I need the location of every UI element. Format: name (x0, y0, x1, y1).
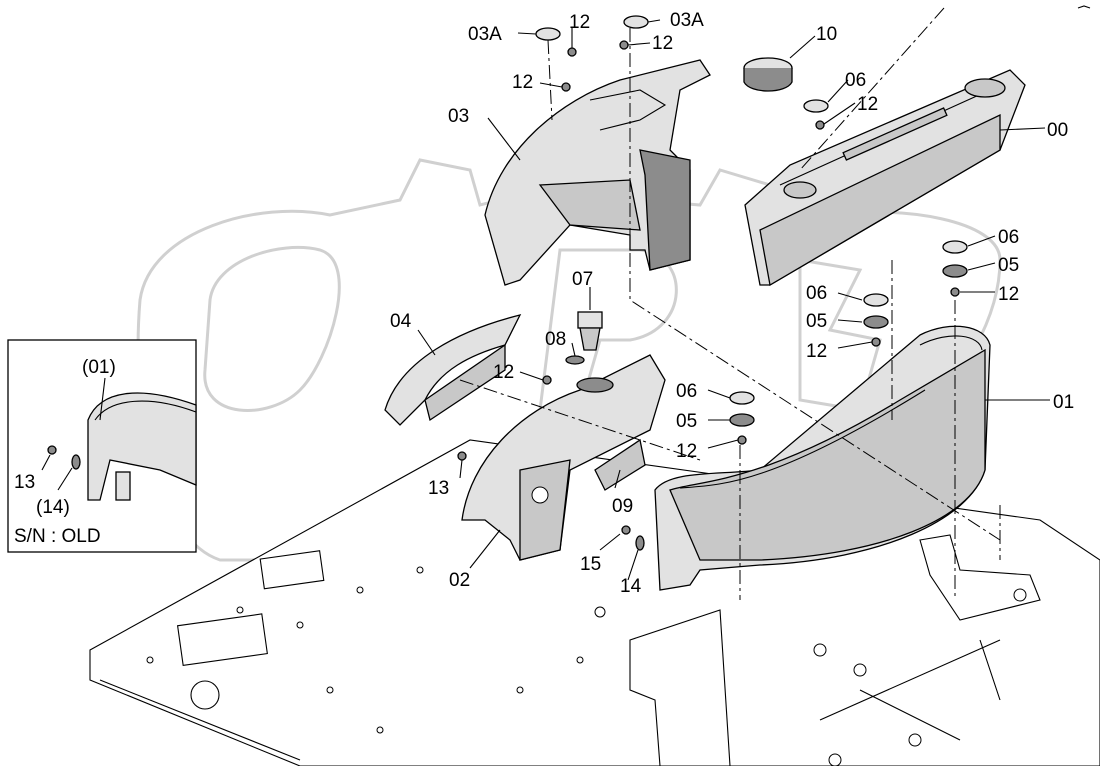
label-10: 10 (816, 24, 837, 45)
leader-lines (41, 7, 1050, 600)
label-08: 08 (545, 329, 566, 350)
label-06-top: 06 (845, 70, 866, 91)
corner-mark (1077, 5, 1091, 9)
label-01: 01 (1053, 392, 1074, 413)
label-12-b: 12 (652, 33, 673, 54)
label-12-d: 12 (857, 94, 878, 115)
label-14-inset: (14) (36, 497, 70, 518)
label-02: 02 (449, 570, 470, 591)
label-03a-left: 03A (468, 24, 502, 45)
label-06-low: 06 (676, 381, 697, 402)
label-05-low: 05 (676, 411, 697, 432)
label-07: 07 (572, 269, 593, 290)
label-03: 03 (448, 106, 469, 127)
fasteners (47, 15, 968, 551)
part-09-bracket (594, 438, 646, 491)
inset-old-version (7, 339, 197, 553)
label-09: 09 (612, 496, 633, 517)
part-03-side-cover (484, 59, 711, 286)
label-05-mid: 05 (806, 311, 827, 332)
label-04: 04 (390, 311, 412, 332)
part-10-meter (743, 57, 793, 92)
label-12-e: 12 (998, 284, 1019, 305)
label-00: 00 (1047, 120, 1068, 141)
callout-labels: 03A 12 03A 12 12 03 10 06 12 00 06 05 12… (14, 10, 1074, 597)
part-01-main-console (654, 325, 991, 591)
label-06-right: 06 (998, 227, 1019, 248)
label-12-a: 12 (569, 12, 590, 33)
inset-note: S/N : OLD (14, 526, 101, 547)
part-07-switch (577, 311, 603, 351)
label-14: 14 (620, 576, 642, 597)
label-12-c: 12 (512, 72, 533, 93)
part-02-lower-cover (461, 354, 666, 561)
part-04-panel (384, 314, 522, 426)
label-15: 15 (580, 554, 601, 575)
label-06-mid: 06 (806, 283, 827, 304)
label-12-h: 12 (493, 362, 514, 383)
label-13: 13 (428, 478, 449, 499)
label-03a-right: 03A (670, 10, 704, 31)
part-08-ring (565, 355, 585, 365)
label-12-g: 12 (676, 441, 697, 462)
label-01-inset: (01) (82, 357, 116, 378)
part-00-top-console (744, 69, 1026, 287)
label-13-inset: 13 (14, 472, 35, 493)
label-12-f: 12 (806, 341, 827, 362)
label-05-right: 05 (998, 255, 1019, 276)
